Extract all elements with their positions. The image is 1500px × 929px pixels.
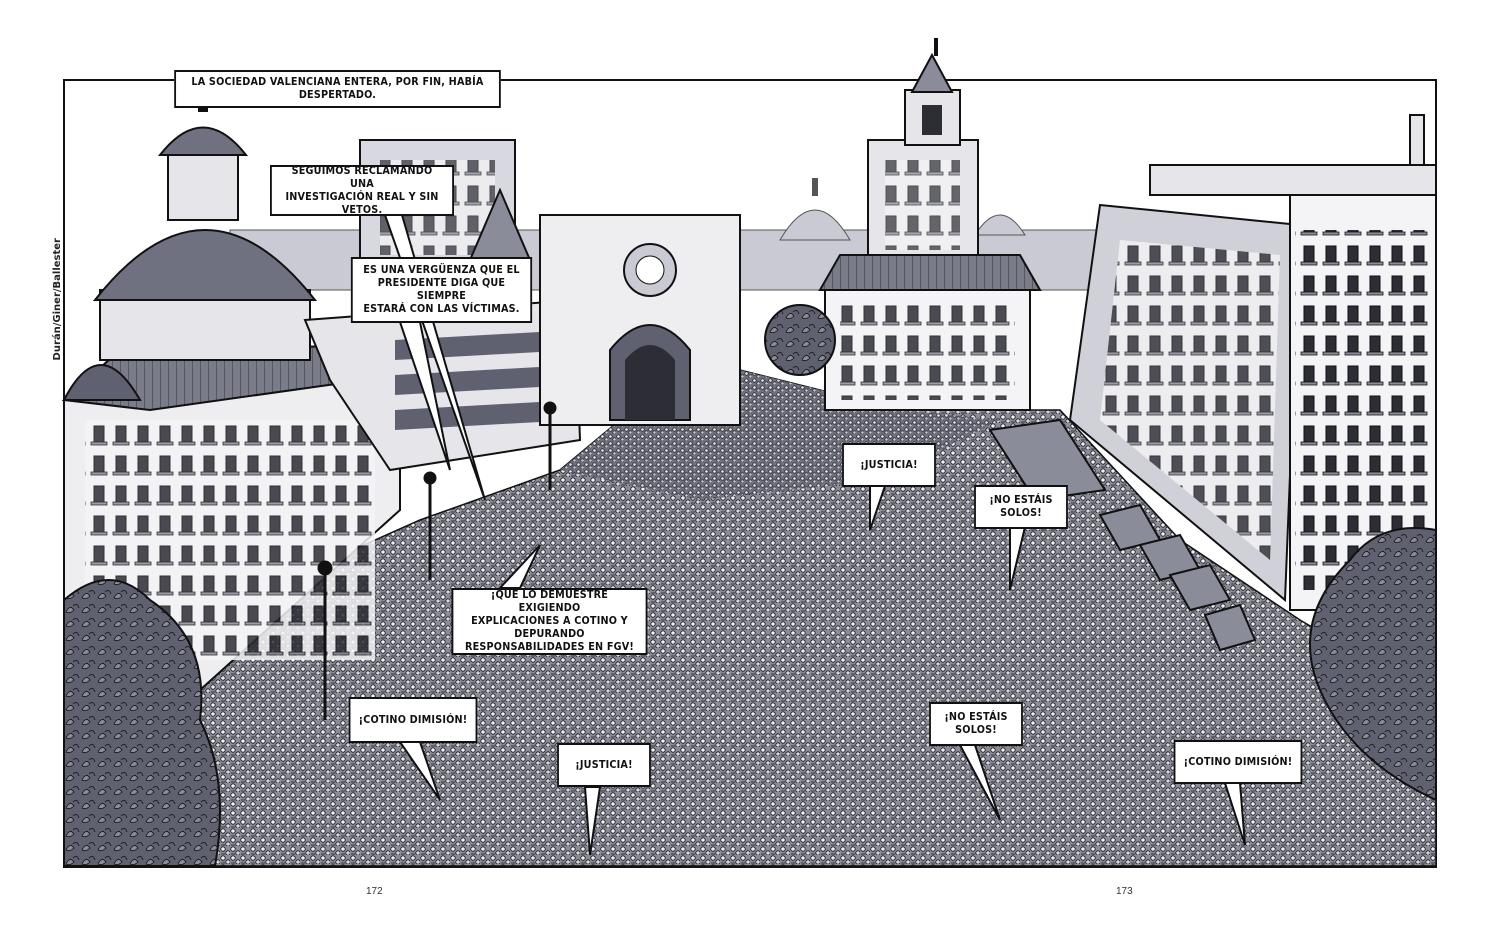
- page-number-left: 172: [366, 886, 383, 897]
- bell-tower: [867, 38, 979, 261]
- right-buildings: [1068, 114, 1437, 611]
- speech-bubble-justicia-top: ¡JUSTICIA!: [842, 443, 936, 487]
- speech-bubble-demuestre: ¡QUE LO DEMUESTRE EXIGIENDO EXPLICACIONE…: [451, 588, 648, 655]
- speech-bubble-no-estais-top: ¡NO ESTÁIS SOLOS!: [974, 485, 1068, 529]
- speech-bubble-investigacion: SEGUIMOS RECLAMANDO UNA INVESTIGACIÓN RE…: [270, 165, 454, 216]
- cathedral-facade: [539, 214, 741, 426]
- basilica-building: [61, 92, 402, 702]
- author-credit: Durán/Giner/Ballester: [52, 238, 63, 361]
- narration-caption: LA SOCIEDAD VALENCIANA ENTERA, POR FIN, …: [174, 70, 501, 108]
- tree-left: [63, 579, 221, 867]
- speech-bubble-cotino-right: ¡COTINO DIMISIÓN!: [1173, 740, 1303, 784]
- page-number-right: 173: [1116, 886, 1133, 897]
- tree-middle: [764, 304, 836, 376]
- speech-bubble-cotino-left: ¡COTINO DIMISIÓN!: [348, 697, 478, 743]
- central-house: [818, 254, 1042, 411]
- tree-right: [1309, 527, 1437, 802]
- speech-bubble-justicia-bottom: ¡JUSTICIA!: [557, 743, 651, 787]
- market-stalls: [988, 418, 1257, 652]
- lampposts: [317, 401, 557, 720]
- speech-bubble-verguenza: ES UNA VERGÜENZA QUE EL PRESIDENTE DIGA …: [350, 257, 533, 323]
- speech-bubble-no-estais-bottom: ¡NO ESTÁIS SOLOS!: [929, 702, 1023, 746]
